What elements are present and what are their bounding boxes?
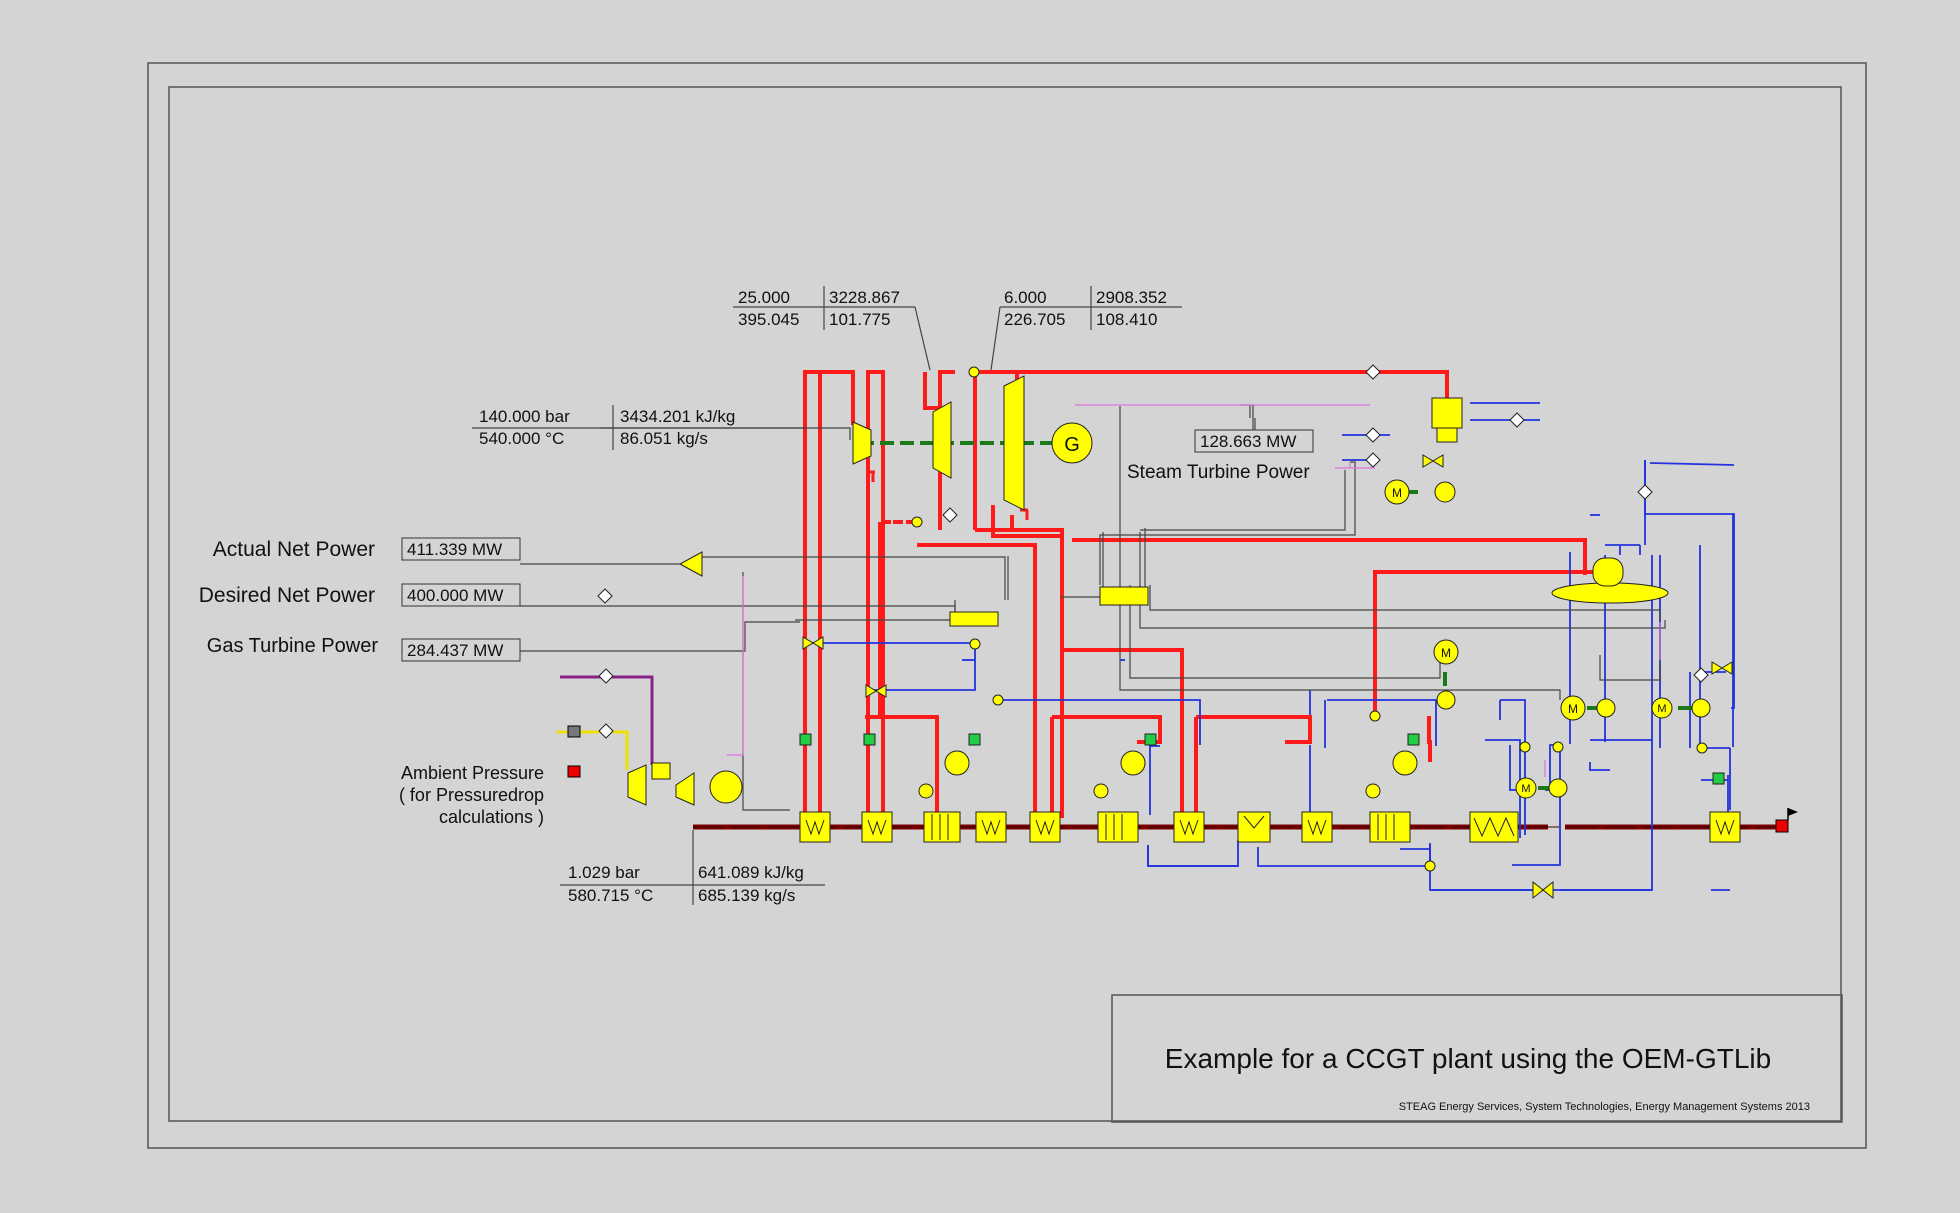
feedwater-pump-1 — [1436, 690, 1456, 710]
power-signal-lines — [727, 404, 1661, 777]
condensate-pump — [1434, 481, 1456, 503]
desired-net-power-box — [401, 583, 521, 607]
gt-combustor — [651, 762, 671, 780]
feedwater-pump-motor-3-label: M — [1657, 703, 1666, 715]
control-valves — [802, 454, 1733, 900]
ip-extraction-table: 25.000 3228.867 395.045 101.775 — [733, 286, 931, 371]
diagram-credit: STEAG Energy Services, System Technologi… — [1399, 1101, 1810, 1113]
hp-pressure: 140.000 bar — [479, 407, 570, 426]
lp-extraction-table: 6.000 2908.352 226.705 108.410 — [990, 286, 1182, 371]
power-controller — [949, 611, 999, 627]
hp-live-steam-table: 140.000 bar 3434.201 kJ/kg 540.000 °C 86… — [472, 405, 805, 450]
hotwell — [1436, 427, 1458, 443]
steam-turbine-power-value: 128.663 MW — [1200, 432, 1296, 451]
signal-lines — [520, 404, 1666, 811]
diagram-title: Example for a CCGT plant using the OEM-G… — [1165, 1043, 1771, 1074]
ip-temperature: 395.045 — [738, 310, 799, 329]
desired-net-power-value: 400.000 MW — [407, 586, 503, 605]
ip-steam-turbine — [932, 401, 952, 479]
inner-frame — [168, 86, 1842, 1122]
steam-turbine-power-label: Steam Turbine Power — [1127, 462, 1310, 483]
feedwater-pump-motor-1-label: M — [1441, 646, 1451, 660]
hp-temperature: 540.000 °C — [479, 429, 564, 448]
drain-markers — [799, 733, 1725, 785]
air-line — [557, 730, 629, 770]
gt-compressor — [627, 764, 647, 806]
junction-dots — [911, 366, 1708, 872]
lp-enthalpy: 2908.352 — [1096, 288, 1167, 307]
feedwater-pump-motor-1-icon — [1433, 639, 1459, 665]
ambient-pressure-line3: calculations ) — [439, 807, 544, 827]
fuel-line — [560, 675, 654, 765]
circulation-pump-motor-icon — [1515, 777, 1537, 799]
condenser — [1431, 397, 1463, 429]
gt-exhaust-massflow: 685.139 kg/s — [698, 886, 795, 905]
steam-turbine-power-box — [1194, 429, 1314, 453]
steam-power-controller — [1099, 586, 1149, 606]
generator-icon — [1051, 422, 1093, 464]
ip-enthalpy: 3228.867 — [829, 288, 900, 307]
actual-net-power-value: 411.339 MW — [407, 540, 502, 559]
generator-label: G — [1064, 434, 1080, 456]
deaerator-dome — [1592, 557, 1624, 587]
feedwater-pump-motor-2-icon — [1560, 695, 1586, 721]
evaporator-drums — [918, 750, 1418, 799]
desired-net-power-label: Desired Net Power — [199, 584, 375, 607]
stack-outlet-marker — [1775, 819, 1789, 833]
hp-massflow: 86.051 kg/s — [620, 429, 708, 448]
feedwater-pump-3 — [1691, 698, 1711, 718]
hrsg-exchanger-markings — [805, 814, 1735, 840]
summation-triangle — [678, 551, 703, 577]
gas-turbine-power-box — [401, 638, 521, 662]
feedwater-pump-motor-2-label: M — [1568, 702, 1578, 716]
actual-net-power-label: Actual Net Power — [213, 538, 375, 561]
ambient-pressure-line1: Ambient Pressure — [401, 763, 544, 783]
lp-steam-turbine — [1003, 375, 1025, 511]
lp-temperature: 226.705 — [1004, 310, 1065, 329]
hp-steam-turbine — [852, 421, 872, 465]
hrsg-heat-exchangers — [799, 811, 1741, 843]
gt-generator-icon — [709, 770, 743, 804]
gt-exhaust-table: 1.029 bar 641.089 kJ/kg 580.715 °C 685.1… — [560, 830, 825, 905]
ip-massflow: 101.775 — [829, 310, 890, 329]
gt-exhaust-temperature: 580.715 °C — [568, 886, 653, 905]
circulation-pump-motor-label: M — [1521, 783, 1530, 795]
outer-frame — [147, 62, 1867, 1149]
gas-turbine-power-value: 284.437 MW — [407, 641, 503, 660]
gt-turbine — [675, 772, 695, 806]
condensate-pump-motor-icon — [1384, 479, 1410, 505]
actual-net-power-box — [401, 537, 521, 561]
condensate-pump-motor-label: M — [1392, 486, 1402, 500]
air-inlet-source — [567, 725, 581, 738]
steam-lines — [803, 370, 1603, 818]
ambient-pressure-line2: ( for Pressuredrop — [399, 785, 544, 805]
title-block — [1111, 994, 1843, 1123]
ambient-pressure-source — [567, 765, 581, 778]
feedwater-pump-2 — [1596, 698, 1616, 718]
feedwater-pump-motor-3-icon — [1651, 697, 1673, 719]
measurement-diamonds — [597, 364, 1709, 739]
circulation-pump — [1548, 778, 1568, 798]
gt-exhaust-pressure: 1.029 bar — [568, 863, 640, 882]
lp-pressure: 6.000 — [1004, 288, 1047, 307]
lp-massflow: 108.410 — [1096, 310, 1157, 329]
hp-enthalpy: 3434.201 kJ/kg — [620, 407, 735, 426]
gas-turbine-power-label: Gas Turbine Power — [207, 635, 379, 657]
gt-exhaust-enthalpy: 641.089 kJ/kg — [698, 863, 804, 882]
ip-pressure: 25.000 — [738, 288, 790, 307]
